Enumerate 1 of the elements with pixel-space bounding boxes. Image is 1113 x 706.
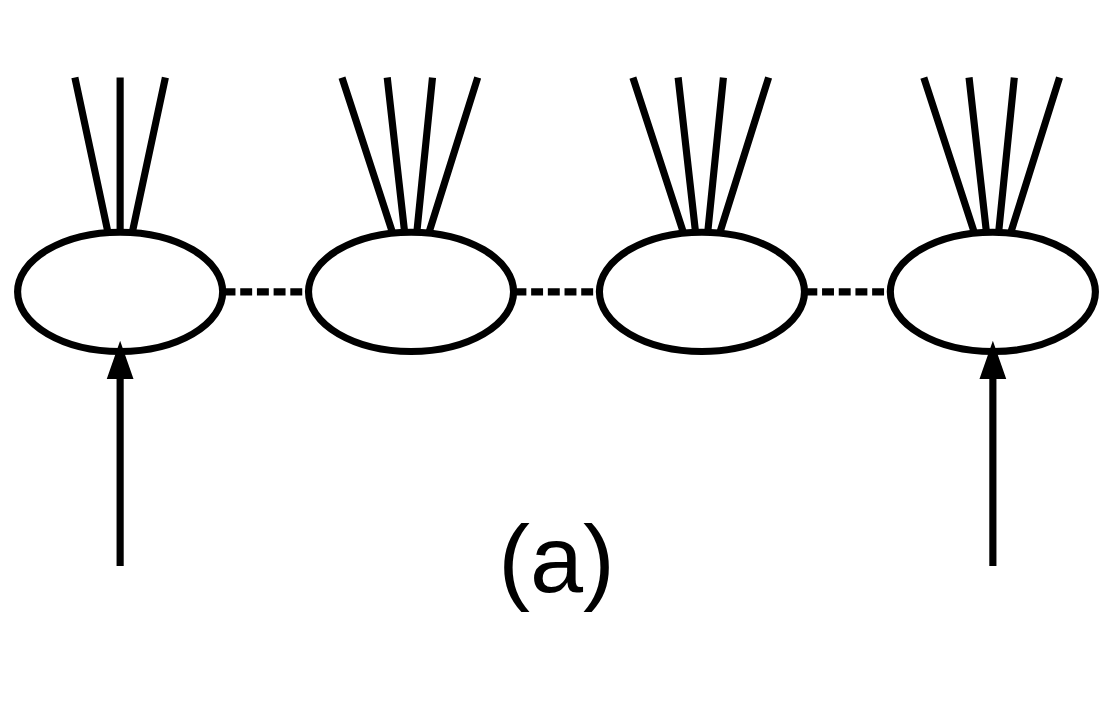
label: (a) [498,506,615,613]
